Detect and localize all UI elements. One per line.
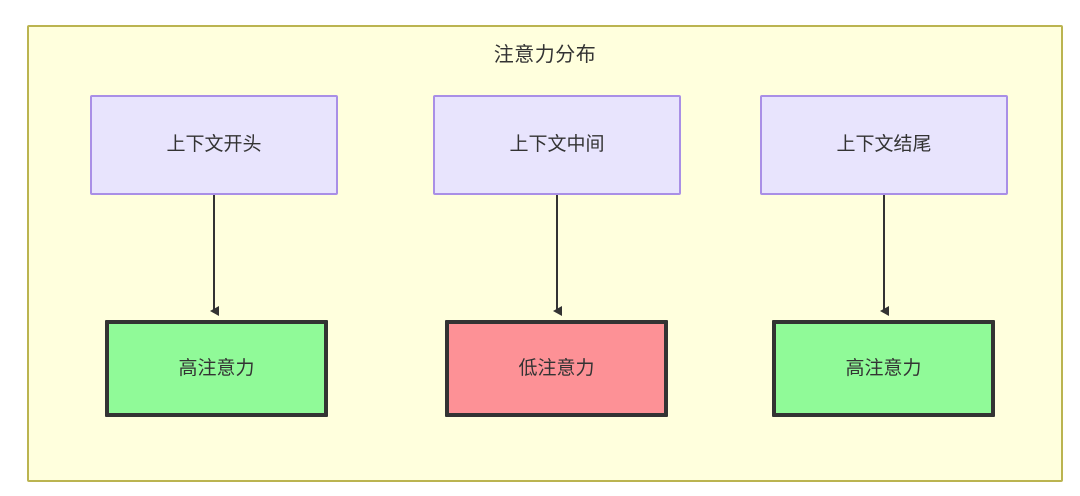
attention-distribution-container: 注意力分布 上下文开头 高注意力 上下文中间 低注意力 (27, 25, 1063, 482)
node-context-middle[interactable]: 上下文中间 (433, 95, 681, 195)
node-attention-start[interactable]: 高注意力 (105, 320, 328, 417)
node-attention-middle[interactable]: 低注意力 (445, 320, 668, 417)
diagram-title: 注意力分布 (493, 44, 597, 66)
node-context-end[interactable]: 上下文结尾 (760, 95, 1008, 195)
node-attention-end[interactable]: 高注意力 (772, 320, 995, 417)
node-context-start[interactable]: 上下文开头 (90, 95, 338, 195)
